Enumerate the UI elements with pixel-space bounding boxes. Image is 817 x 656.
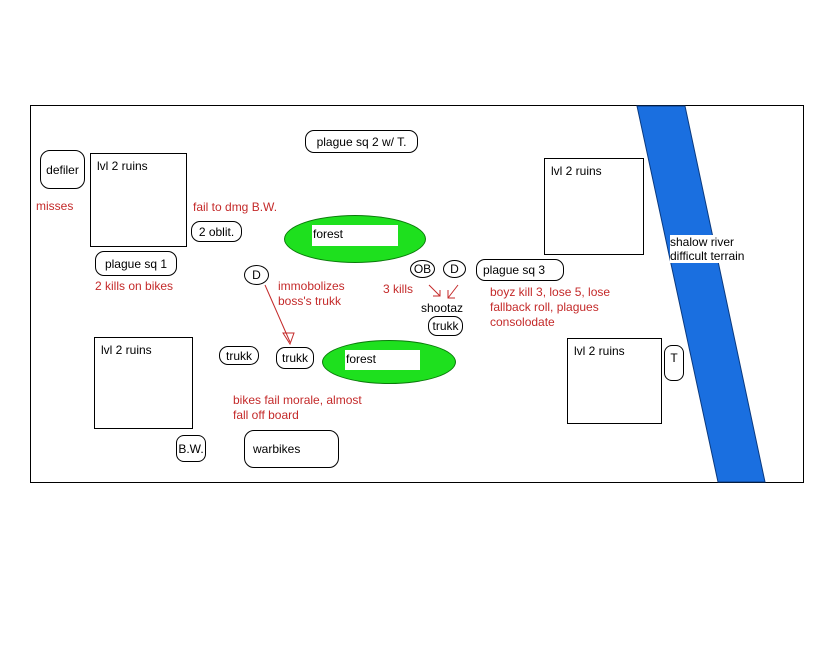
line: boss's trukk: [278, 294, 341, 308]
trukk-unit-3[interactable]: trukk: [428, 316, 463, 336]
label: B.W.: [178, 441, 204, 456]
label: trukk: [281, 351, 308, 365]
d-unit-1[interactable]: D: [244, 265, 269, 285]
ruins-2: lvl 2 ruins: [544, 158, 644, 255]
arrow-head: [282, 332, 295, 346]
label: lvl 2 ruins: [101, 343, 152, 357]
forest-1-label: forest: [312, 225, 398, 246]
line: immobolizes: [278, 279, 345, 293]
ob-unit[interactable]: OB: [410, 260, 435, 278]
plague-sq-1-unit[interactable]: plague sq 1: [95, 251, 177, 276]
defiler-unit[interactable]: defiler: [40, 150, 85, 189]
ruins-1: lvl 2 ruins: [90, 153, 187, 247]
arrow-ob: [428, 284, 441, 297]
label: defiler: [46, 162, 79, 177]
plague-sq-3-unit[interactable]: plague sq 3: [476, 259, 564, 281]
label: trukk: [225, 348, 252, 363]
ruins-4: lvl 2 ruins: [567, 338, 662, 424]
line: bikes fail morale, almost: [233, 393, 362, 407]
river: [636, 105, 766, 483]
bw-unit[interactable]: B.W.: [176, 435, 206, 462]
label: plague sq 1: [104, 256, 168, 271]
note-kills-bikes: 2 kills on bikes: [95, 279, 174, 293]
label: T: [670, 351, 678, 365]
note-misses: misses: [36, 199, 74, 213]
line: boyz kill 3, lose 5, lose: [490, 285, 611, 299]
label: 2 oblit.: [198, 224, 235, 239]
warbikes-unit[interactable]: warbikes: [244, 430, 339, 468]
line: consolodate: [490, 315, 555, 329]
note-fail-dmg: fail to dmg B.W.: [193, 200, 278, 214]
label: lvl 2 ruins: [551, 164, 602, 178]
label: lvl 2 ruins: [97, 159, 148, 173]
label: trukk: [432, 319, 459, 333]
arrow-d: [447, 284, 459, 299]
line: difficult terrain: [670, 249, 745, 263]
forest-2-label: forest: [345, 350, 420, 370]
t-unit[interactable]: T: [664, 345, 684, 381]
label: OB: [413, 262, 432, 276]
trukk-unit-2[interactable]: trukk: [276, 347, 314, 369]
label: plague sq 2 w/ T.: [316, 134, 407, 149]
label: plague sq 3: [483, 263, 546, 277]
label: D: [450, 262, 459, 276]
d-unit-2[interactable]: D: [443, 260, 466, 278]
label: lvl 2 ruins: [574, 344, 625, 358]
plague-sq-2-unit[interactable]: plague sq 2 w/ T.: [305, 130, 418, 153]
line: fallback roll, plagues: [490, 300, 599, 314]
note-3-kills: 3 kills: [383, 282, 414, 296]
line: fall off board: [233, 408, 299, 422]
shootaz-label: shootaz: [421, 301, 464, 315]
oblit-unit[interactable]: 2 oblit.: [191, 221, 242, 242]
label: warbikes: [253, 442, 301, 456]
trukk-unit-1[interactable]: trukk: [219, 346, 259, 365]
ruins-3: lvl 2 ruins: [94, 337, 193, 429]
label: D: [252, 268, 261, 282]
line: shalow river: [670, 235, 735, 249]
